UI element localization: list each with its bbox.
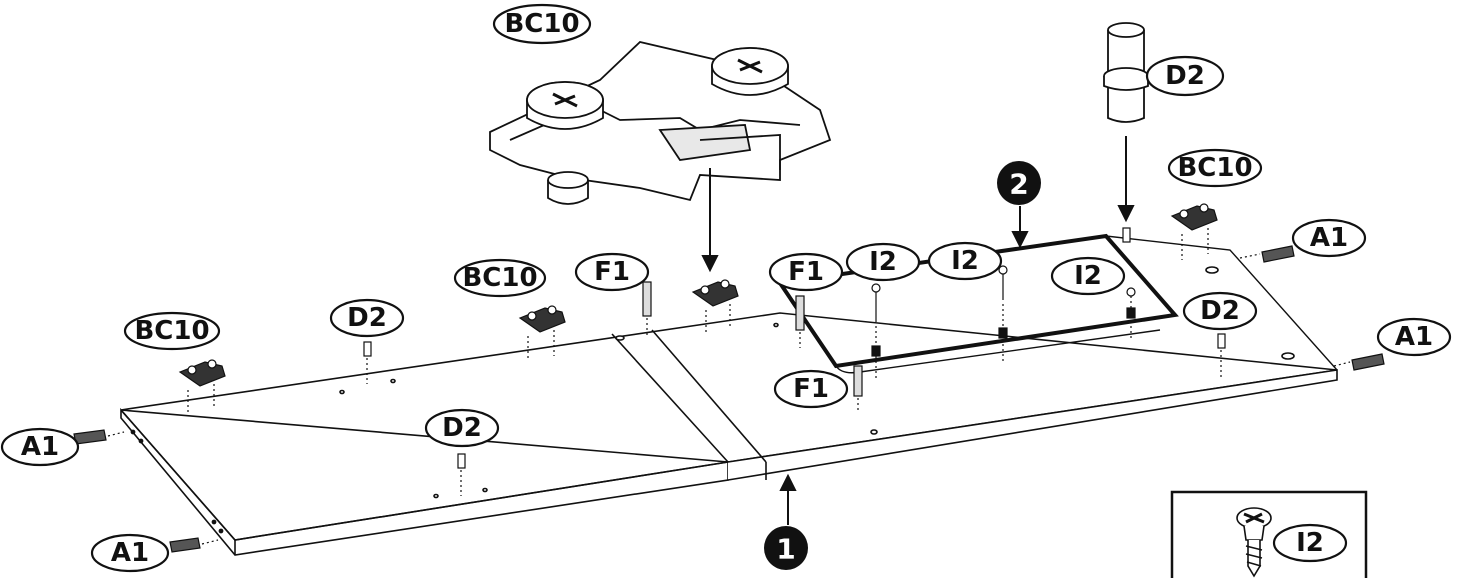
d2-small-4 [1122,227,1131,243]
i2-screw-2 [998,265,1008,362]
callout-labels: BC10 D2 BC10 A1 A1 BC10 BC10 D2 D2 A1 A1… [21,9,1433,568]
bc10-small-left [178,359,226,412]
step-1-label: 1 [776,533,795,566]
arrows [701,136,1135,525]
label-bc10-top: BC10 [504,9,579,39]
bc10-small-mid [518,305,566,360]
step-2-label: 2 [1009,168,1028,201]
label-d2-front: D2 [442,413,482,443]
a1-bolt-2 [169,537,219,553]
f1-pin-1 [642,281,652,336]
step-1-marker [764,526,808,570]
label-d2-right: D2 [1200,296,1240,326]
step-markers: 1 2 [764,161,1041,570]
label-f1-frame: F1 [788,257,824,287]
i2-screw-3 [1126,287,1136,340]
a1-bolt-3 [1239,245,1295,263]
i2-screw-1 [871,283,881,380]
d2-small-3 [1217,333,1226,378]
small-hardware [73,203,1385,553]
label-bc10-left: BC10 [134,316,209,346]
callouts [0,3,1452,573]
step-2-marker [997,161,1041,205]
label-a1-right-bottom: A1 [1395,322,1433,352]
label-f1-lower: F1 [793,374,829,404]
label-d2-left: D2 [347,303,387,333]
d2-small-2 [457,453,466,496]
bc10-small-center [691,279,739,334]
label-a1-left-bottom: A1 [111,538,149,568]
a1-bolt-4 [1333,353,1385,371]
screw-icon [1236,507,1272,578]
label-i2-b: I2 [951,246,979,276]
label-d2-detail: D2 [1165,61,1205,91]
d2-dowel-detail [1103,22,1149,123]
label-i2-a: I2 [869,247,897,277]
f1-pin-3 [853,365,863,412]
bc10-small-right [1170,203,1218,260]
label-a1-left-top: A1 [21,432,59,462]
label-f1-center: F1 [594,257,630,287]
bc10-connector-detail [489,41,832,205]
label-a1-right-top: A1 [1310,223,1348,253]
panel-1 [120,266,1338,556]
label-i2-c: I2 [1074,261,1102,291]
a1-bolt-1 [73,429,125,445]
d2-small-1 [363,341,372,384]
inset-box: I2 [1170,490,1368,578]
label-bc10-mid: BC10 [462,263,537,293]
label-bc10-right: BC10 [1177,153,1252,183]
inset-label-i2: I2 [1296,528,1324,558]
f1-pin-2 [795,295,805,348]
